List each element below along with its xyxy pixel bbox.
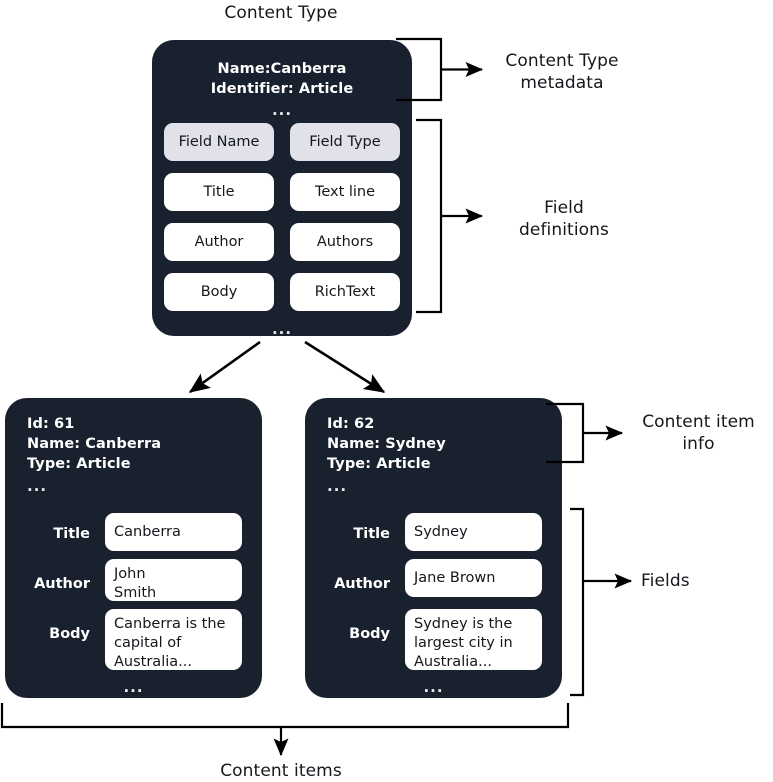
content-item-fields-ellipsis-62: ... bbox=[423, 678, 444, 696]
field-definitions-ellipsis: ... bbox=[271, 320, 293, 338]
label-field-definitions-line2: definitions bbox=[519, 220, 609, 240]
content-type-identifier: Identifier: Article bbox=[210, 81, 354, 97]
bracket-content-items bbox=[0, 703, 570, 729]
label-content-items: Content items bbox=[220, 761, 342, 781]
item-field-label-title-61: Title bbox=[53, 526, 90, 542]
content-item-info-ellipsis-62: ... bbox=[327, 477, 348, 495]
content-item-type-62: Type: Article bbox=[327, 456, 431, 472]
item-field-value-text: Sydney bbox=[414, 523, 468, 540]
item-field-value-author-61: John Smith bbox=[105, 559, 242, 601]
arrow-to-content-item-61 bbox=[188, 340, 261, 394]
content-type-card: Name:Canberra Identifier: Article ... Fi… bbox=[152, 40, 412, 338]
item-field-value-body-62: Sydney is the largest city in Australia.… bbox=[405, 609, 542, 670]
item-field-value-title-62: Sydney bbox=[405, 513, 542, 551]
field-type-cell-richtext: RichText bbox=[290, 273, 400, 311]
item-field-value-author-62: Jane Brown bbox=[405, 559, 542, 597]
item-field-label-body-61: Body bbox=[49, 626, 90, 642]
field-name-cell-body: Body bbox=[164, 273, 274, 311]
field-type-header: Field Type bbox=[290, 123, 400, 161]
item-field-label-author-61: Author bbox=[34, 576, 90, 592]
bracket-field-definitions bbox=[416, 118, 443, 314]
content-item-card-61: Id: 61 Name: Canberra Type: Article ... … bbox=[5, 398, 262, 698]
arrow-to-content-item-62 bbox=[304, 340, 386, 394]
label-content-item-info-line1: Content item bbox=[642, 412, 755, 432]
bracket-fields bbox=[570, 507, 585, 697]
content-item-card-62: Id: 62 Name: Sydney Type: Article ... Ti… bbox=[305, 398, 562, 698]
label-content-item-info: Content item info bbox=[632, 411, 765, 455]
item-field-value-text: Canberra bbox=[114, 523, 181, 540]
item-field-value-title-61: Canberra bbox=[105, 513, 242, 551]
item-field-label-body-62: Body bbox=[349, 626, 390, 642]
content-item-info-ellipsis-61: ... bbox=[27, 477, 48, 495]
item-field-value-text: Sydney is the largest city in Australia.… bbox=[414, 616, 513, 670]
content-type-metadata-ellipsis: ... bbox=[271, 101, 293, 119]
label-content-type-metadata-line1: Content Type bbox=[505, 51, 619, 71]
item-field-value-body-61: Canberra is the capital of Australia... bbox=[105, 609, 242, 670]
content-item-fields-ellipsis-61: ... bbox=[123, 678, 144, 696]
label-field-definitions-line1: Field bbox=[544, 198, 584, 218]
item-field-value-text: Jane Brown bbox=[414, 569, 496, 586]
diagram-title: Content Type bbox=[224, 3, 338, 23]
field-name-cell-title: Title bbox=[164, 173, 274, 211]
label-content-item-info-line2: info bbox=[682, 434, 715, 454]
field-type-cell-authors: Authors bbox=[290, 223, 400, 261]
content-item-id-61: Id: 61 bbox=[27, 416, 75, 432]
content-type-name: Name:Canberra bbox=[217, 61, 347, 77]
field-name-header: Field Name bbox=[164, 123, 274, 161]
label-fields: Fields bbox=[641, 571, 690, 591]
content-item-name-61: Name: Canberra bbox=[27, 436, 162, 452]
item-field-value-text: John Smith bbox=[114, 566, 157, 601]
content-item-type-61: Type: Article bbox=[27, 456, 131, 472]
content-item-name-62: Name: Sydney bbox=[327, 436, 446, 452]
field-type-cell-text-line: Text line bbox=[290, 173, 400, 211]
item-field-label-author-62: Author bbox=[334, 576, 390, 592]
item-field-label-title-62: Title bbox=[353, 526, 390, 542]
label-content-type-metadata: Content Type metadata bbox=[496, 50, 628, 94]
label-content-type-metadata-line2: metadata bbox=[520, 73, 604, 93]
label-field-definitions: Field definitions bbox=[498, 197, 630, 241]
field-name-cell-author: Author bbox=[164, 223, 274, 261]
item-field-value-text: Canberra is the capital of Australia... bbox=[114, 616, 226, 670]
content-item-id-62: Id: 62 bbox=[327, 416, 375, 432]
